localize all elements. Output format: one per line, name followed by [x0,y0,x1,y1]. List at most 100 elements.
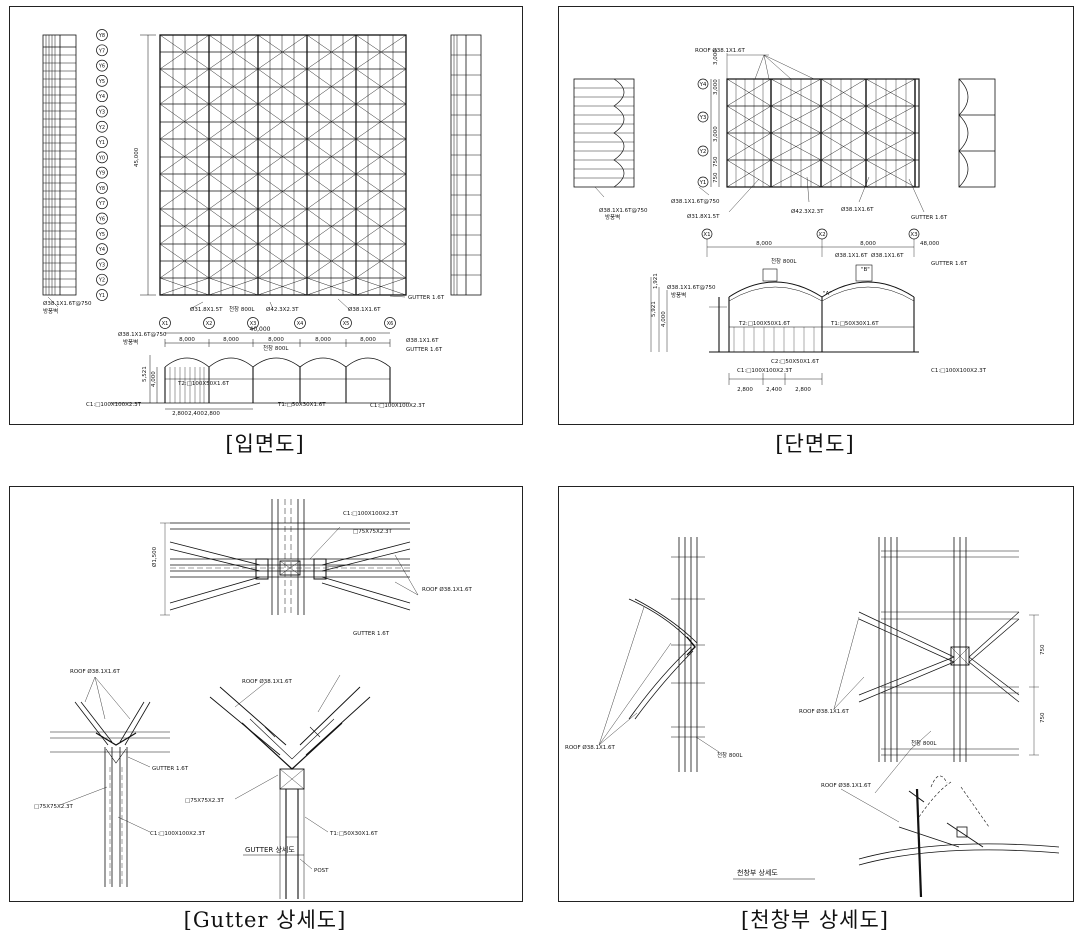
elevation-grid-y: Y1 [98,140,105,146]
elevation-grid-y: Y9 [98,171,105,177]
skylight-dim: 750 [1040,644,1046,655]
skylight-note: 천창 800L [911,739,937,747]
section-height-dim: 5,921 [651,301,657,317]
skylight-detail-drawing: ROOF Ø38.1X1.6T 천창 800L ROOF Ø38.1X1.6T … [565,537,1060,898]
elevation-note: T1:□50X30X1.6T [277,402,326,408]
section-note: 천창 800L [771,257,797,265]
section-vdim: 3,000 [713,126,719,142]
skylight-note: ROOF Ø38.1X1.6T [799,708,849,715]
elevation-side-dim: 45,000 [134,147,140,167]
elevation-grid-x: X1 [162,321,169,327]
elevation-grid-y: Y7 [98,48,105,54]
section-note: Ø38.1X1.6T@750 [671,198,720,205]
elevation-grid-y: Y4 [98,247,105,253]
section-bottom-dim: 2,800 [737,387,753,393]
elevation-note: GUTTER 1.6T [406,347,443,353]
elevation-note: 천창 800L [263,344,289,352]
section-vdim: 3,000 [713,49,719,65]
gutter-note: ROOF Ø38.1X1.6T [242,678,292,685]
section-vdim: 750 [713,156,719,167]
elevation-grid-y: Y2 [98,125,105,131]
section-note: Ø38.1X1.6T@750 [599,207,648,214]
section-vdim: 3,000 [713,79,719,95]
elevation-grid-x: X2 [206,321,213,327]
elevation-note: T2:□100X50X1.6T [177,381,230,387]
section-height-dim: 1,921 [653,273,659,289]
skylight-note: 천창 800L [717,751,743,759]
panel-gutter-detail: C1:□100X100X2.3T □75X75X2.3T ROOF Ø38.1X… [9,486,523,902]
gutter-note: T1:□50X30X1.6T [329,831,378,837]
section-grid-x: X2 [818,232,825,238]
elevation-span-dim: 8,000 [315,337,331,343]
elevation-note: 방풍벽 [43,307,58,315]
section-note: C1:□100X100X2.3T [737,368,793,374]
section-grid-y: Y1 [699,180,707,186]
section-note: "B" [861,267,870,273]
elevation-note: C1:□100X100X2.3T [86,402,142,408]
caption-elevation: [입면도] [225,432,305,456]
section-roof-note: ROOF Ø38.1X1.6T [695,47,745,54]
elevation-grid-x: X5 [343,321,350,327]
skylight-dim: 750 [1040,712,1046,723]
gutter-note: Ø1,500 [151,546,158,567]
elevation-grid-y: Y6 [98,64,105,70]
gutter-detail-drawing: C1:□100X100X2.3T □75X75X2.3T ROOF Ø38.1X… [34,499,472,899]
section-note: Ø38.1X1.6T@750 [667,284,716,291]
section-grid-y: Y2 [699,149,707,155]
elevation-span-dim: 8,000 [223,337,239,343]
gutter-note: C1:□100X100X2.3T [343,511,399,517]
elevation-note: GUTTER 1.6T [408,295,445,301]
elevation-grid-y: Y3 [98,262,105,268]
gutter-note: □75X75X2.3T [34,804,73,810]
elevation-note: C1:□100X100X2.3T [370,403,426,409]
elevation-grid-y: Y3 [98,109,105,115]
gutter-note: POST [314,868,329,874]
caption-section: [단면도] [775,432,855,456]
elevation-grid-y: Y5 [98,232,105,238]
section-span-dim: 48,000 [920,241,940,247]
section-note: Ø38.1X1.6T [835,252,868,259]
section-note: T2:□100X50X1.6T [738,321,791,327]
section-grid-y: Y3 [699,115,707,121]
elevation-span-dim: 8,000 [179,337,195,343]
section-span-dim: 8,000 [860,241,876,247]
section-note: 방풍벽 [671,291,686,299]
skylight-detail-title: 천창부 상세도 [737,868,778,877]
section-grid-x: X1 [703,232,710,238]
gutter-detail-title: GUTTER 상세도 [245,845,295,854]
elevation-grid-y: Y5 [98,79,105,85]
section-note: Ø42.3X2.3T [791,208,824,215]
gutter-note: C1:□100X100X2.3T [150,831,206,837]
elevation-note: Ø38.1X1.6T@750 [118,331,167,338]
section-note: GUTTER 1.6T [911,215,948,221]
elevation-grid-y: Y8 [98,33,105,39]
skylight-note: ROOF Ø38.1X1.6T [565,744,615,751]
panel-skylight-detail: ROOF Ø38.1X1.6T 천창 800L ROOF Ø38.1X1.6T … [558,486,1074,902]
elevation-grid-x: X3 [250,321,257,327]
elevation-note: Ø31.8X1.5T [190,306,223,313]
section-note: C2:□50X50X1.6T [771,359,820,365]
gutter-note: □75X75X2.3T [353,529,392,535]
elevation-height-dim: 4,000 [151,371,157,387]
elevation-grid-y: Y8 [98,186,105,192]
caption-gutter-detail: [Gutter 상세도] [183,908,347,932]
section-drawing: Y4 Y3 Y2 Y1 3,000 3,000 3,000 750 750 RO… [573,47,996,393]
elevation-grid-y: Y2 [98,278,105,284]
elevation-note: 방풍벽 [123,338,138,346]
elevation-grid-y: Y0 [98,155,105,161]
elevation-note: 천창 800L [229,305,255,313]
gutter-note: GUTTER 1.6T [152,766,189,772]
section-bottom-dim: 2,400 [766,387,782,393]
section-note: GUTTER 1.6T [931,261,968,267]
section-vdim: 750 [713,172,719,183]
elevation-total-dim: 40,000 [250,326,271,333]
section-grid-x: X3 [910,232,918,238]
elevation-grid-y: Y6 [98,217,105,223]
section-bottom-dim: 2,800 [795,387,811,393]
gutter-note: □75X75X2.3T [185,798,224,804]
elevation-bottom-dim: 2,800 [204,411,220,417]
section-note: Ø38.1X1.6T [841,206,874,213]
elevation-span-dim: 8,000 [360,337,376,343]
